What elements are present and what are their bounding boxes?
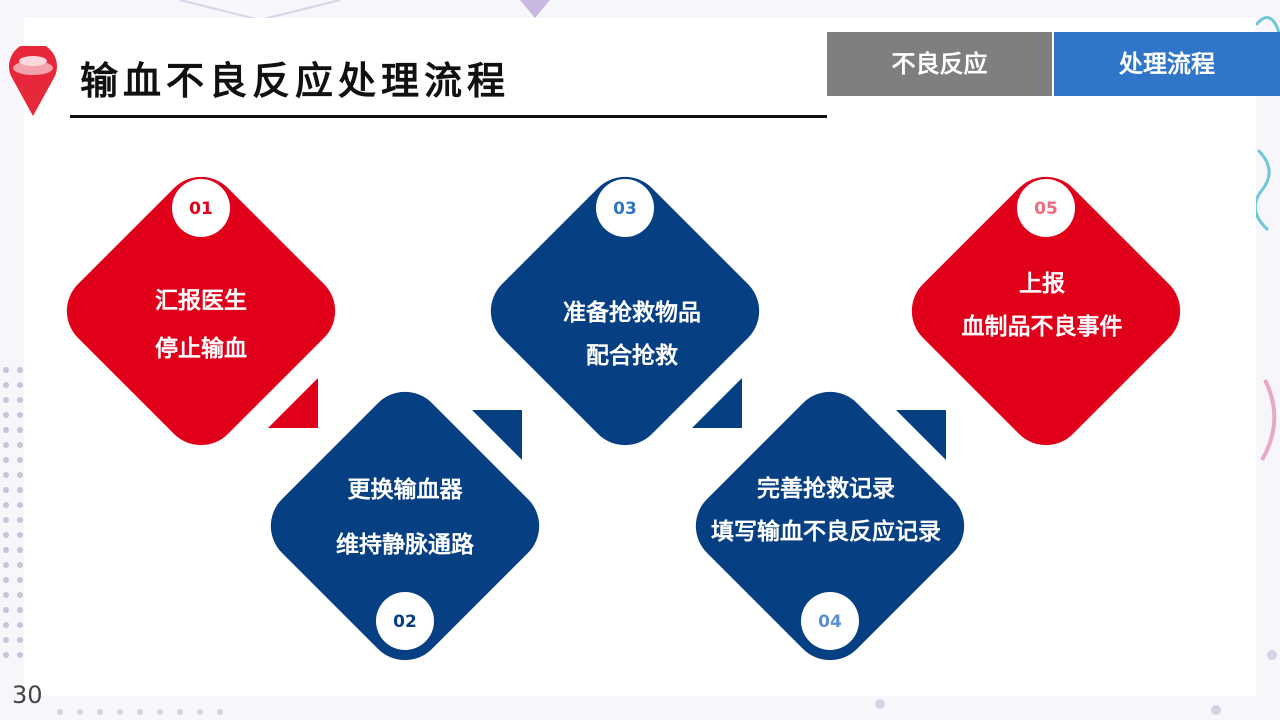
step-04-number: 04 [818, 612, 842, 632]
step-03-line-2: 配合抢救 [586, 342, 678, 369]
step-03-line-1: 准备抢救物品 [563, 299, 701, 326]
triangle-top [520, 0, 550, 18]
step-05-line-1: 上报 [1019, 271, 1065, 297]
step-01-diamond [66, 176, 336, 446]
tab-process-flow[interactable]: 处理流程 [1054, 32, 1280, 96]
step-02-number-circle [376, 592, 434, 650]
arc-right [1260, 379, 1277, 461]
step-04-line-2: 填写输血不良反应记录 [711, 518, 941, 545]
step-03-number: 03 [613, 199, 637, 219]
arrow-03-04 [692, 378, 742, 428]
arrow-01-02 [268, 378, 318, 428]
step-04: 04 完善抢救记录 填写输血不良反应记录 [695, 391, 965, 661]
title-underline [70, 115, 827, 118]
arrow-02-03 [472, 410, 522, 460]
step-05-line-2: 血制品不良事件 [962, 313, 1123, 340]
step-05: 05 上报 血制品不良事件 [911, 176, 1181, 446]
step-01-number-circle [172, 179, 230, 237]
step-02: 02 更换输血器 维持静脉通路 [270, 391, 540, 661]
arrow-icon [268, 378, 946, 460]
step-04-number-circle [801, 592, 859, 650]
step-01-line-2: 停止输血 [155, 335, 247, 362]
title-bar: 输血不良反应处理流程 [0, 20, 830, 118]
page-title: 输血不良反应处理流程 [80, 59, 511, 103]
arrow-04-05 [896, 410, 946, 460]
step-03-number-circle [596, 179, 654, 237]
step-02-line-1: 更换输血器 [348, 476, 464, 503]
step-04-diamond [695, 391, 965, 661]
step-03: 03 准备抢救物品 配合抢救 [490, 176, 760, 446]
step-02-number: 02 [393, 612, 417, 632]
squiggle-right [1253, 148, 1271, 232]
step-02-line-2: 维持静脉通路 [336, 531, 475, 558]
step-01-number: 01 [189, 199, 213, 219]
page-number: 30 [12, 681, 43, 709]
step-01-line-1: 汇报医生 [155, 288, 247, 314]
step-05-diamond [911, 176, 1181, 446]
step-02-diamond [270, 391, 540, 661]
step-05-number-circle [1017, 179, 1075, 237]
step-01: 01 汇报医生 停止输血 [66, 176, 336, 446]
dot-pattern-bottom [57, 650, 1277, 715]
step-05-number: 05 [1034, 199, 1058, 219]
step-04-line-1: 完善抢救记录 [757, 475, 895, 502]
dot-pattern-left [3, 367, 23, 658]
tab-adverse-reaction[interactable]: 不良反应 [827, 32, 1052, 96]
step-03-diamond [490, 176, 760, 446]
map-pin-icon [9, 46, 57, 116]
